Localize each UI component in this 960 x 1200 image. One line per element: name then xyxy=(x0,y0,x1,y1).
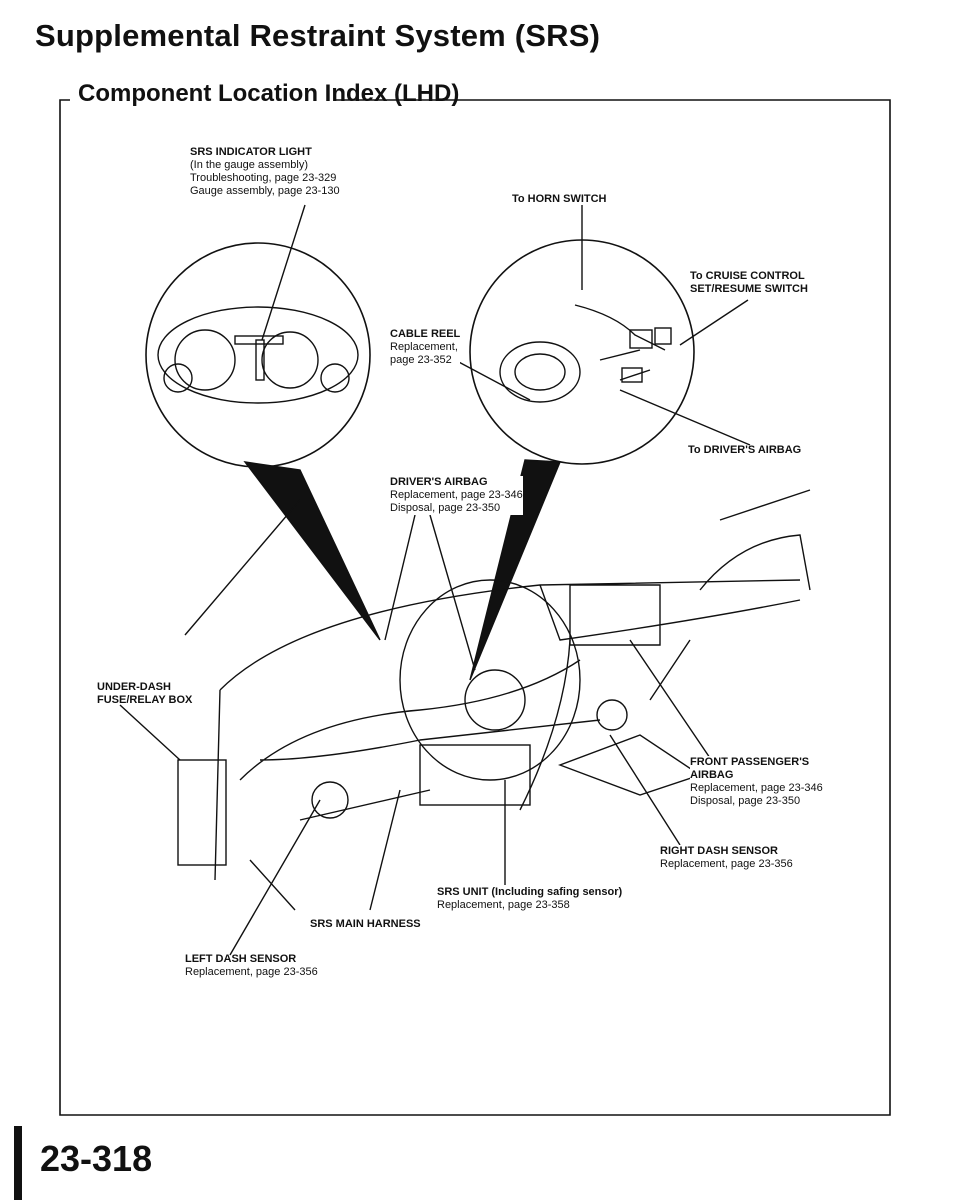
steering-wheel xyxy=(399,579,581,781)
label-srs-indicator-light: SRS INDICATOR LIGHT (In the gauge assemb… xyxy=(190,146,340,197)
label-to-drivers-airbag: To DRIVER'S AIRBAG xyxy=(688,444,802,456)
label-drivers-airbag: DRIVER'S AIRBAG Replacement, page 23-346… xyxy=(390,476,523,515)
frame xyxy=(59,99,891,1116)
label-right-dash-sensor: RIGHT DASH SENSOR Replacement, page 23-3… xyxy=(660,845,793,871)
page-title: Supplemental Restraint System (SRS) xyxy=(35,18,601,53)
section-title: Component Location Index (LHD) xyxy=(78,80,460,107)
gauge-detail-circle xyxy=(145,242,371,468)
fuse-box xyxy=(177,759,227,866)
label-cable-reel: CABLE REEL Replacement, page 23-352 xyxy=(390,328,461,367)
dashboard-outline xyxy=(184,489,811,881)
label-passenger-airbag: FRONT PASSENGER'S AIRBAG Replacement, pa… xyxy=(690,756,823,808)
label-srs-unit: SRS UNIT (Including safing sensor) Repla… xyxy=(437,886,623,911)
label-left-dash-sensor: LEFT DASH SENSOR Replacement, page 23-35… xyxy=(185,953,318,978)
label-srs-main-harness: SRS MAIN HARNESS xyxy=(310,918,421,930)
margin-bar xyxy=(14,1126,22,1200)
page-number: 23-318 xyxy=(40,1138,153,1179)
label-horn-switch: To HORN SWITCH xyxy=(512,193,607,205)
harness-line xyxy=(239,639,601,821)
